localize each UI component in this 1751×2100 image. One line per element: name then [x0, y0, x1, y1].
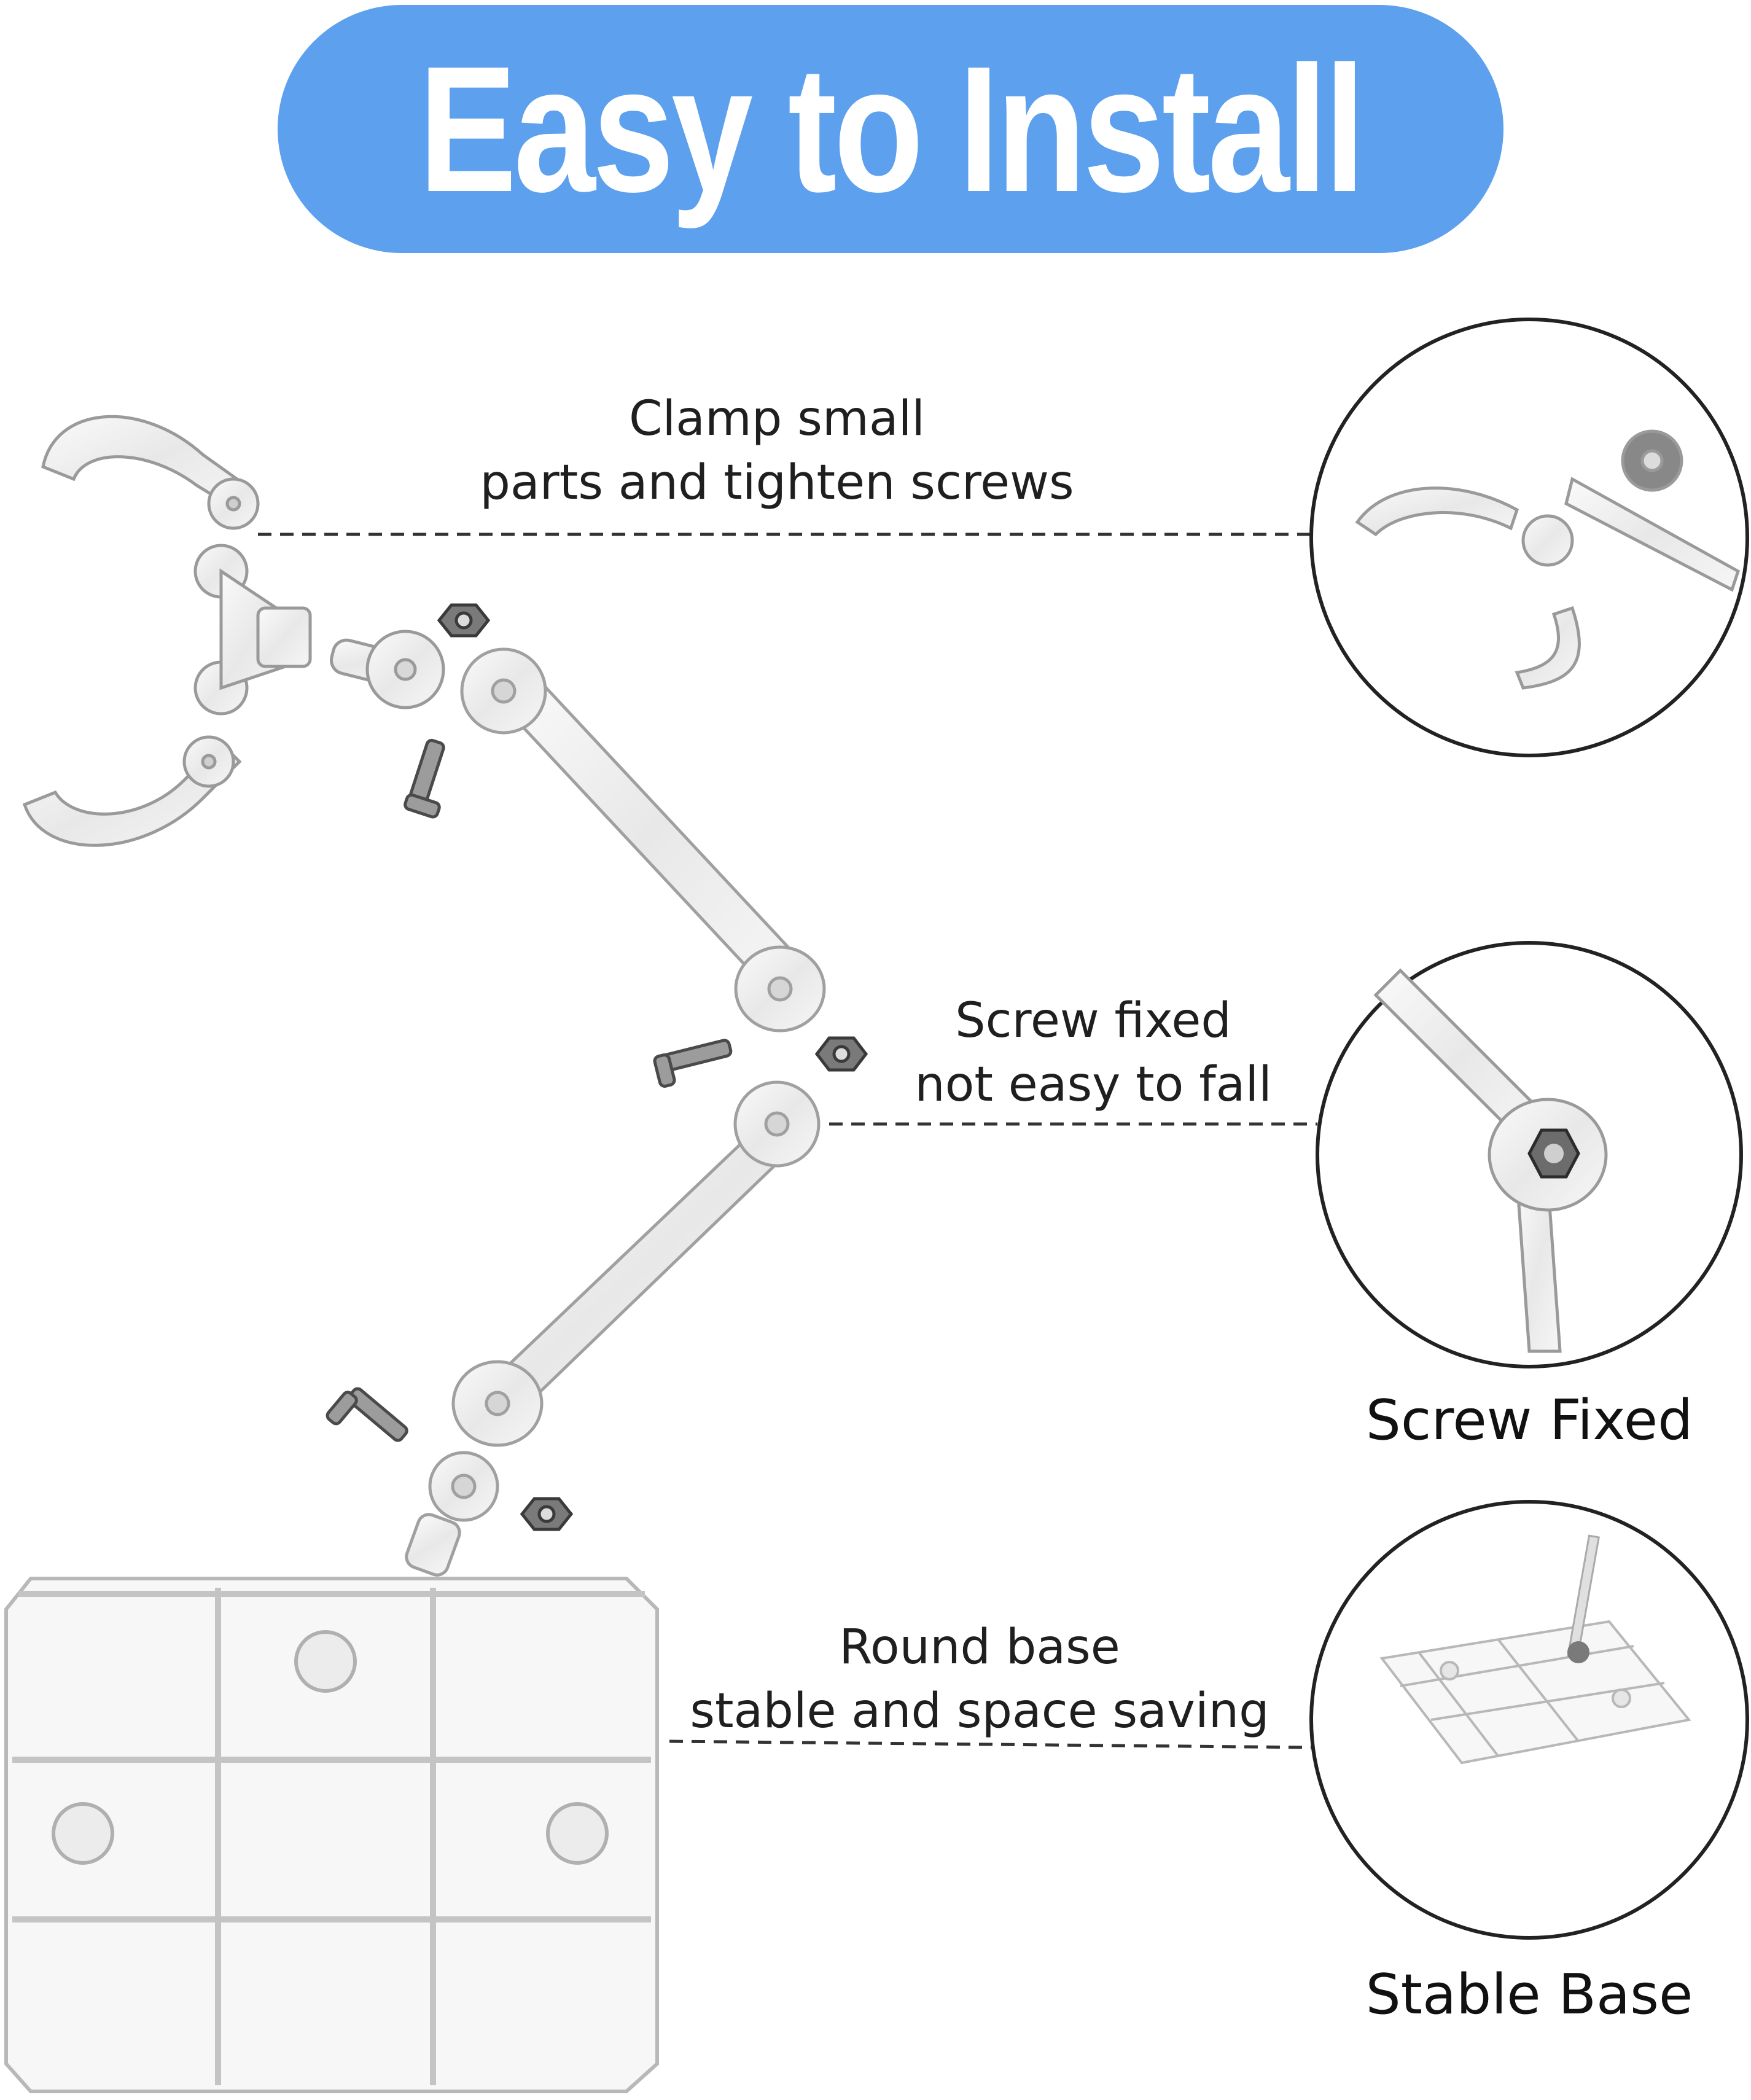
callout-base-line1: Round base	[839, 1620, 1120, 1675]
detail-circle-clamp	[1309, 318, 1749, 757]
label-screw-fixed: Screw Fixed	[1365, 1388, 1693, 1453]
screw-icon	[326, 738, 733, 1442]
callout-screw-line1: Screw fixed	[955, 993, 1231, 1048]
ball-joint-icon	[330, 630, 445, 709]
ball-joint-icon	[405, 1451, 499, 1577]
callout-base: Round base stable and space saving	[663, 1615, 1296, 1743]
callout-screw: Screw fixed not easy to fall	[878, 989, 1308, 1117]
callout-screw-line2: not easy to fall	[914, 1057, 1272, 1112]
callout-clamp-line2: parts and tighten screws	[480, 455, 1074, 510]
arm-rod-icon	[451, 1080, 821, 1447]
clamp-part-icon	[22, 415, 312, 847]
arm-rod-icon	[460, 647, 826, 1032]
label-stable-base: Stable Base	[1365, 1962, 1693, 2027]
callout-clamp: Clamp small parts and tighten screws	[454, 387, 1099, 515]
base-plate-icon	[4, 1577, 659, 2093]
hex-nut-icon	[437, 603, 868, 1531]
page-title: Easy to Install	[418, 29, 1365, 229]
callout-clamp-line1: Clamp small	[629, 391, 925, 447]
title-banner: Easy to Install	[278, 5, 1503, 253]
detail-circle-screw	[1316, 941, 1743, 1368]
detail-circle-base	[1309, 1500, 1749, 1940]
leader-lines	[258, 533, 1317, 1749]
callout-base-line2: stable and space saving	[690, 1684, 1269, 1739]
